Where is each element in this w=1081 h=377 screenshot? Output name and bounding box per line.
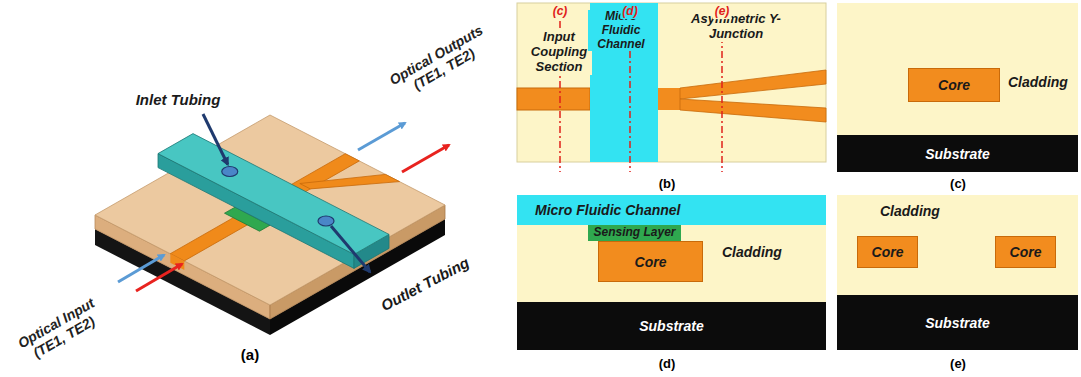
leader-arrow — [203, 114, 228, 165]
node-text: Core — [1010, 244, 1042, 260]
fluidic-channel: Micro Fluidic Channel — [586, 3, 662, 162]
panel-label: (d) — [659, 357, 676, 372]
y-branch-upper — [680, 70, 826, 99]
fluidic-channel-band: Micro Fluidic Channel — [517, 195, 826, 225]
substrate-band: Substrate — [517, 302, 826, 350]
node-text: Cladding — [1008, 74, 1068, 90]
cladding-region: CladdingCore Core — [837, 195, 1078, 295]
node-text: Micro Fluidic Channel — [535, 202, 680, 218]
core-box: Core — [857, 236, 918, 268]
signal-label: Optical Input (TE1, TE2) — [4, 289, 115, 372]
node-text: Sensing Layer — [593, 226, 675, 240]
sensing-layer: Sensing Layer — [588, 225, 681, 241]
section-marker: (d) — [620, 5, 639, 19]
input-core — [517, 88, 590, 110]
node-text: Substrate — [925, 314, 990, 330]
output-arrow — [402, 145, 449, 172]
cladding-top — [95, 115, 445, 305]
top-view-panel: Input Coupling Section Asymmetric Y-Junct… — [517, 3, 826, 162]
core-box: Core — [995, 236, 1056, 268]
panel-label: (a) — [241, 346, 259, 363]
output-arrow — [358, 123, 405, 150]
node-text: Core — [872, 244, 904, 260]
section-marker: (c) — [551, 5, 570, 19]
substrate-band: Substrate — [837, 295, 1078, 350]
node-text: Input Coupling Section — [526, 30, 592, 75]
node-text: Substrate — [639, 318, 704, 334]
panel-label: (e) — [950, 357, 966, 372]
node-text: Cladding — [722, 244, 782, 260]
cladding-region: Cladding Core — [837, 3, 1078, 135]
substrate-band: Substrate — [837, 135, 1078, 172]
cladding-region: Cladding Sensing LayerCore — [517, 225, 826, 302]
core-box: Core — [598, 241, 703, 282]
node-text: Core — [938, 77, 970, 93]
node-text: Cladding — [880, 203, 940, 219]
core-segment — [658, 88, 680, 110]
fluidic-block-top — [158, 134, 389, 255]
node-text: Asymmetric Y-Junction — [680, 12, 792, 42]
node-text: Core — [635, 253, 667, 269]
signal-label: Optical Outputs (TE1, TE2) — [376, 16, 505, 109]
y-branch-lower — [680, 99, 826, 122]
tubing-port — [318, 216, 334, 226]
core-box: Core — [908, 68, 1000, 102]
panel-label: (c) — [950, 177, 966, 192]
cladding-top-view — [517, 3, 826, 162]
tubing-port — [222, 167, 238, 177]
node-text: Substrate — [925, 145, 990, 161]
leader-arrow — [331, 226, 370, 272]
waveguide-branch — [300, 174, 400, 189]
input-arrow — [136, 264, 182, 291]
section-marker: (e) — [713, 5, 732, 19]
part-label: Inlet Tubing — [136, 91, 221, 108]
panel-label: (b) — [659, 177, 676, 192]
